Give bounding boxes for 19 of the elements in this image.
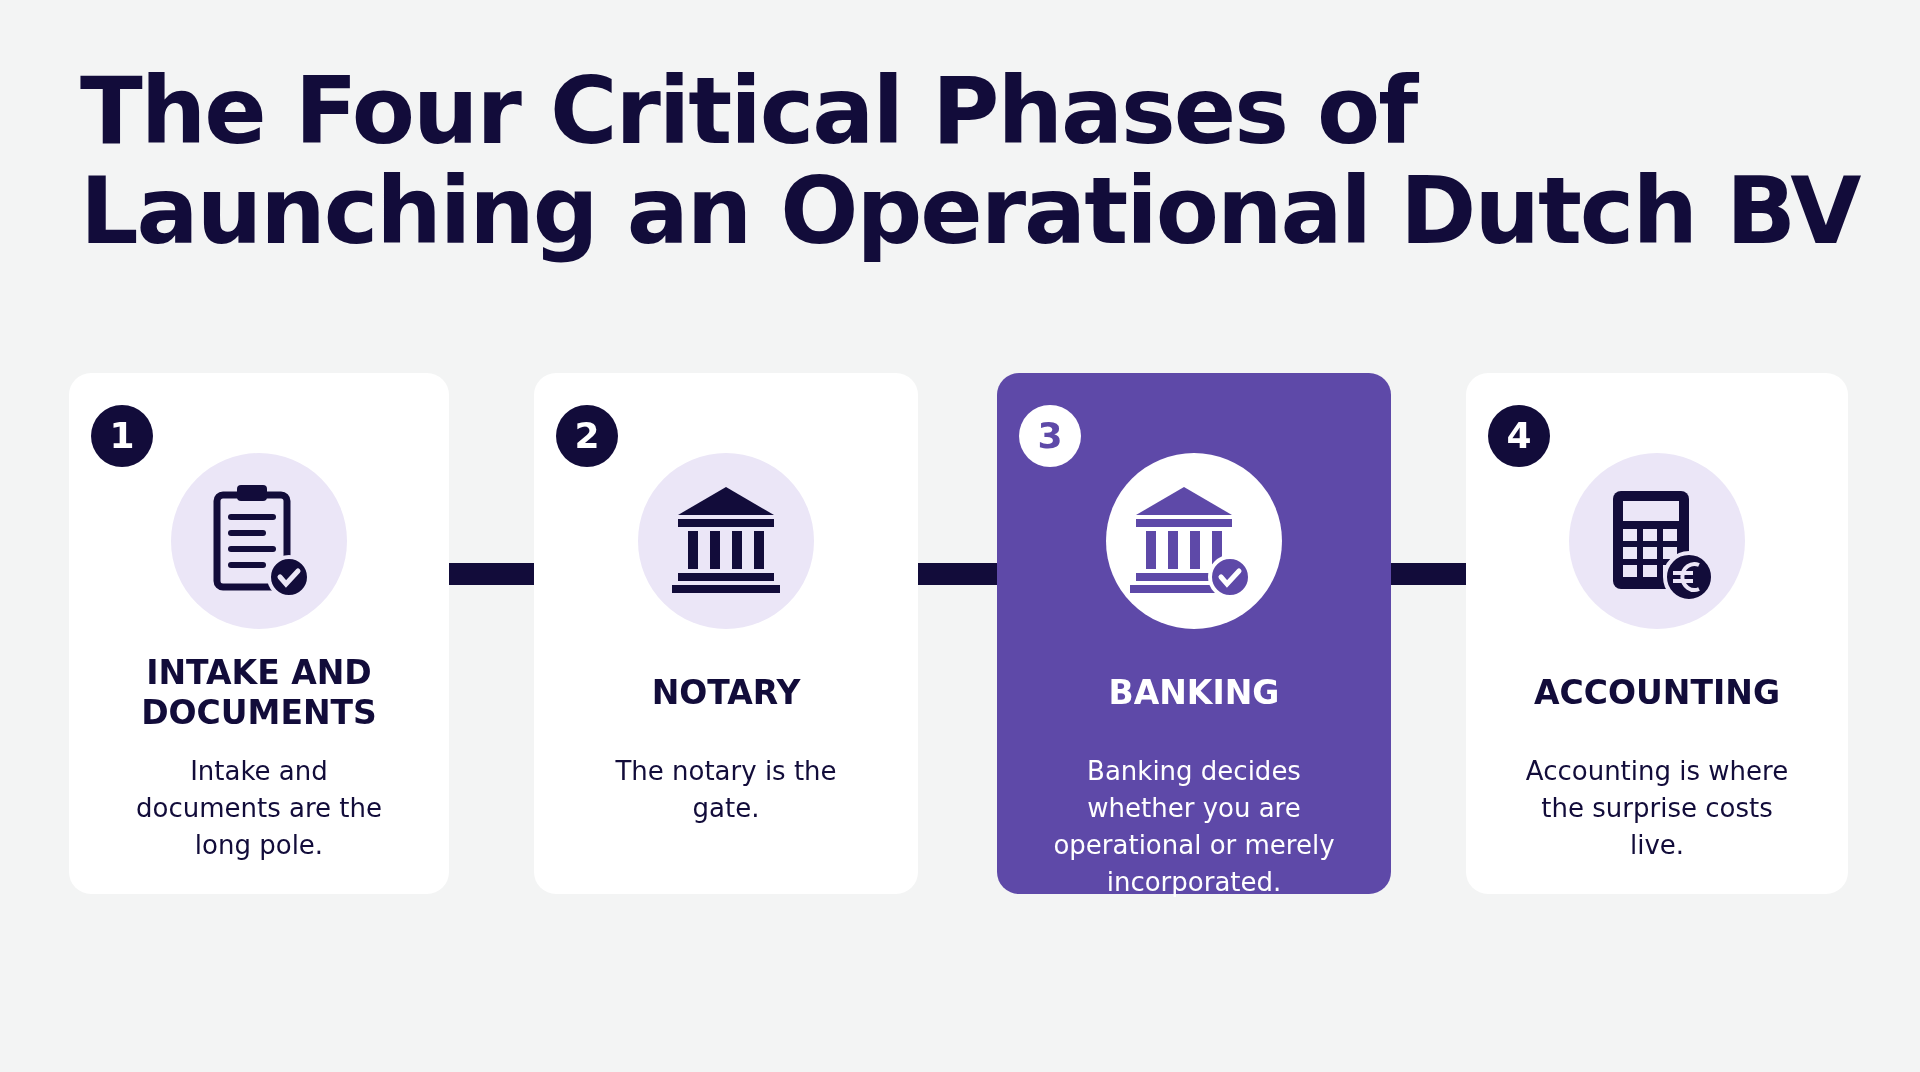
- step-number: 3: [1019, 405, 1081, 467]
- step-number: 4: [1488, 405, 1550, 467]
- phase-heading: BANKING: [1108, 673, 1280, 713]
- phase-card: [534, 373, 918, 894]
- phase-description: Intake and documents are the long pole.: [135, 755, 383, 862]
- phase-heading: NOTARY: [651, 673, 801, 713]
- phase-description: Accounting is where the surprise costs live.: [1524, 755, 1790, 862]
- step-number: 1: [91, 405, 153, 467]
- step-number: 2: [556, 405, 618, 467]
- phase-heading: INTAKE AND DOCUMENTS: [140, 653, 378, 733]
- phase-description: Banking decides whether you are operational or merely incorporated.: [1053, 755, 1335, 899]
- phase-card: [1466, 373, 1848, 894]
- connector-line: [918, 563, 997, 585]
- phase-card: [69, 373, 449, 894]
- phase-heading: ACCOUNTING: [1534, 673, 1780, 713]
- connector-line: [1391, 563, 1466, 585]
- phase-description: The notary is the gate.: [614, 755, 838, 825]
- title: The Four Critical Phases of Launching an Operational Dutch BV: [80, 62, 1862, 262]
- connector-line: [449, 563, 534, 585]
